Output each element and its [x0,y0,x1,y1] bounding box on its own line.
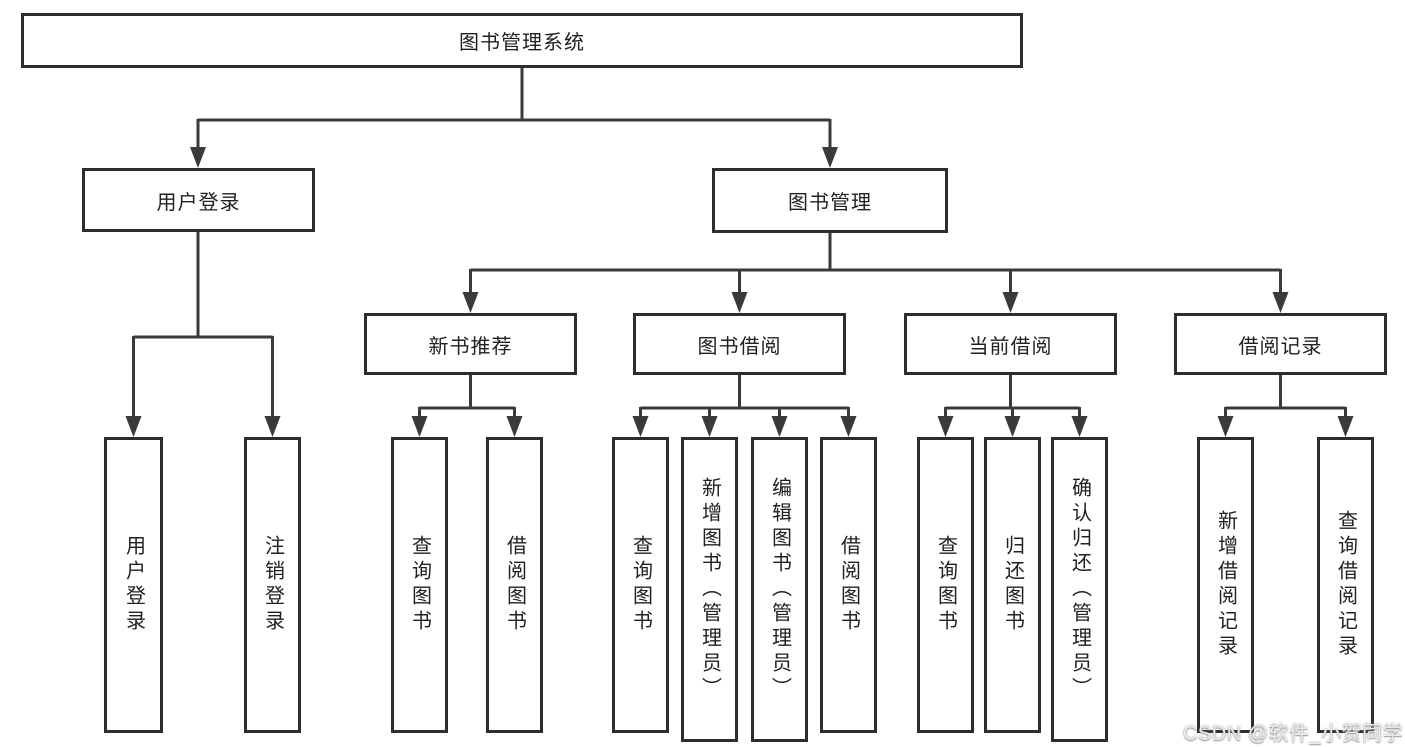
leaf-borrow-borrow-books: 借阅图书 [820,437,877,733]
leaf-logout: 注销登录 [244,437,301,733]
leaf-records-query-record: 查询借阅记录 [1317,437,1374,733]
node-book-borrowing-label: 图书借阅 [697,335,782,358]
leaf-newbooks-borrow-books-label: 借阅图书 [503,535,526,635]
leaf-user-login: 用户登录 [104,437,163,733]
leaf-newbooks-query-books-label: 查询图书 [408,535,431,635]
leaf-records-query-record-label: 查询借阅记录 [1334,510,1357,660]
csdn-watermark: CSDN @软件_小贺同学 [1183,723,1404,745]
leaf-borrow-borrow-books-label: 借阅图书 [837,535,860,635]
leaf-borrow-query-books: 查询图书 [612,437,669,733]
leaf-newbooks-borrow-books: 借阅图书 [486,437,543,733]
leaf-borrow-add-books-admin: 新增图书（管理员） [681,437,738,742]
node-user-login-label: 用户登录 [156,191,241,214]
leaf-current-confirm-return-admin-label: 确认归还（管理员） [1068,477,1091,702]
arrowhead-icons [125,147,1354,437]
node-new-book-recommend: 新书推荐 [364,313,577,375]
leaf-user-login-label: 用户登录 [122,535,145,635]
leaf-borrow-add-books-admin-label: 新增图书（管理员） [698,477,721,702]
node-book-management-label: 图书管理 [788,192,872,214]
node-book-borrowing: 图书借阅 [633,313,846,375]
leaf-current-return-books: 归还图书 [984,437,1041,733]
node-current-borrowing: 当前借阅 [904,313,1117,375]
leaf-current-return-books-label: 归还图书 [1001,535,1024,635]
leaf-newbooks-query-books: 查询图书 [391,437,448,733]
node-root-system: 图书管理系统 [21,13,1023,68]
node-current-borrowing-label: 当前借阅 [968,335,1053,358]
leaf-logout-label: 注销登录 [261,535,284,635]
node-user-login: 用户登录 [82,168,315,232]
leaf-current-query-books: 查询图书 [917,437,974,733]
leaf-records-add-record: 新增借阅记录 [1197,437,1254,733]
node-root-label: 图书管理系统 [459,32,585,54]
leaf-borrow-query-books-label: 查询图书 [629,535,652,635]
leaf-borrow-edit-books-admin-label: 编辑图书（管理员） [768,477,791,702]
leaf-borrow-edit-books-admin: 编辑图书（管理员） [751,437,808,742]
leaf-current-confirm-return-admin: 确认归还（管理员） [1051,437,1108,742]
node-book-management: 图书管理 [712,168,948,233]
leaf-current-query-books-label: 查询图书 [934,535,957,635]
node-borrowing-records: 借阅记录 [1174,313,1387,375]
node-borrowing-records-label: 借阅记录 [1238,335,1323,358]
leaf-records-add-record-label: 新增借阅记录 [1214,510,1237,660]
node-new-book-recommend-label: 新书推荐 [428,335,513,358]
